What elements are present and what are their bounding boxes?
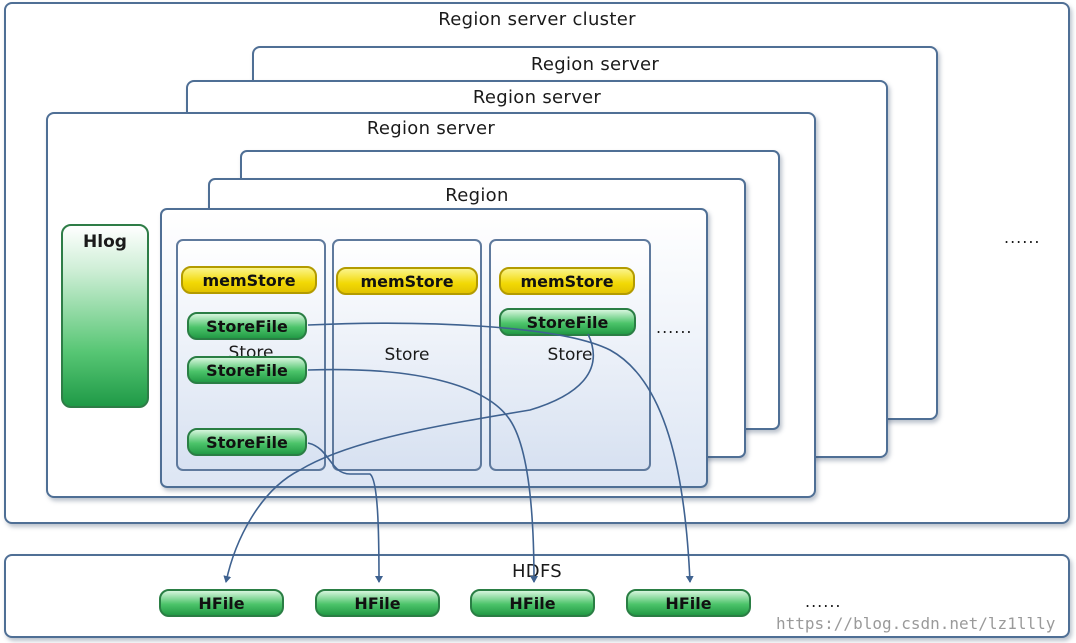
memstore-2: memStore [336,267,478,295]
memstore-3: memStore [499,267,635,295]
hdfs-label: HDFS [511,561,563,582]
hlog: Hlog [61,224,149,408]
region-server-label: Region server [472,87,602,108]
more-hfiles-dots: ...... [805,592,842,611]
store-label: Store [384,345,430,365]
store-label: Store [547,345,593,365]
region-server-label: Region server [366,118,496,139]
arrow-storefile-1b-to-hfile-3 [307,368,538,583]
region-label: Region [445,185,509,206]
region-server-label: Region server [530,54,660,75]
arrow-storefile-1a-to-hfile-4 [307,322,694,583]
hfile-2: HFile [315,589,440,617]
storefile-1a: StoreFile [187,312,307,340]
hlog-label: Hlog [83,232,127,252]
storefile-1b: StoreFile [187,356,307,384]
more-servers-dots: ...... [1004,228,1041,247]
hfile-4: HFile [626,589,751,617]
storefile-1c: StoreFile [187,428,307,456]
hfile-3: HFile [470,589,595,617]
memstore-1: memStore [181,266,317,294]
arrow-storefile-3a-to-hfile-1 [223,333,594,583]
watermark: https://blog.csdn.net/lz1llly [776,614,1056,633]
arrow-storefile-1c-to-hfile-2 [307,442,383,583]
storefile-3a: StoreFile [499,308,636,336]
cluster-label: Region server cluster [438,9,636,30]
more-stores-dots: ...... [656,318,693,337]
hfile-1: HFile [159,589,284,617]
